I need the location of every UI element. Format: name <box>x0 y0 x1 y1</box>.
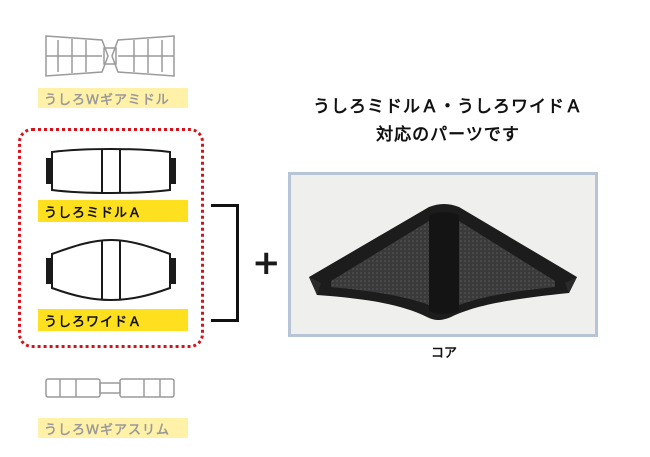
heading-line-2: 対応のパーツです <box>376 125 520 145</box>
gear-slim-label: うしろＷギアスリム <box>38 418 188 438</box>
wide-a-illustration <box>46 238 176 302</box>
wide-a-label: うしろワイドＡ <box>38 309 188 331</box>
gear-slim-illustration <box>45 378 175 398</box>
gear-middle-label: うしろＷギアミドル <box>38 88 188 108</box>
bracket-connector <box>211 204 239 322</box>
gear-middle-illustration <box>45 35 175 77</box>
core-part-image <box>309 204 577 320</box>
core-part-caption: コア <box>430 346 457 361</box>
heading-line-1: うしろミドルＡ・うしろワイドＡ <box>313 97 583 117</box>
middle-a-label: うしろミドルＡ <box>38 200 188 222</box>
middle-a-illustration <box>46 148 176 194</box>
compatible-products-frame <box>18 128 204 348</box>
core-part-photo <box>288 172 598 337</box>
plus-sign: + <box>252 243 281 283</box>
